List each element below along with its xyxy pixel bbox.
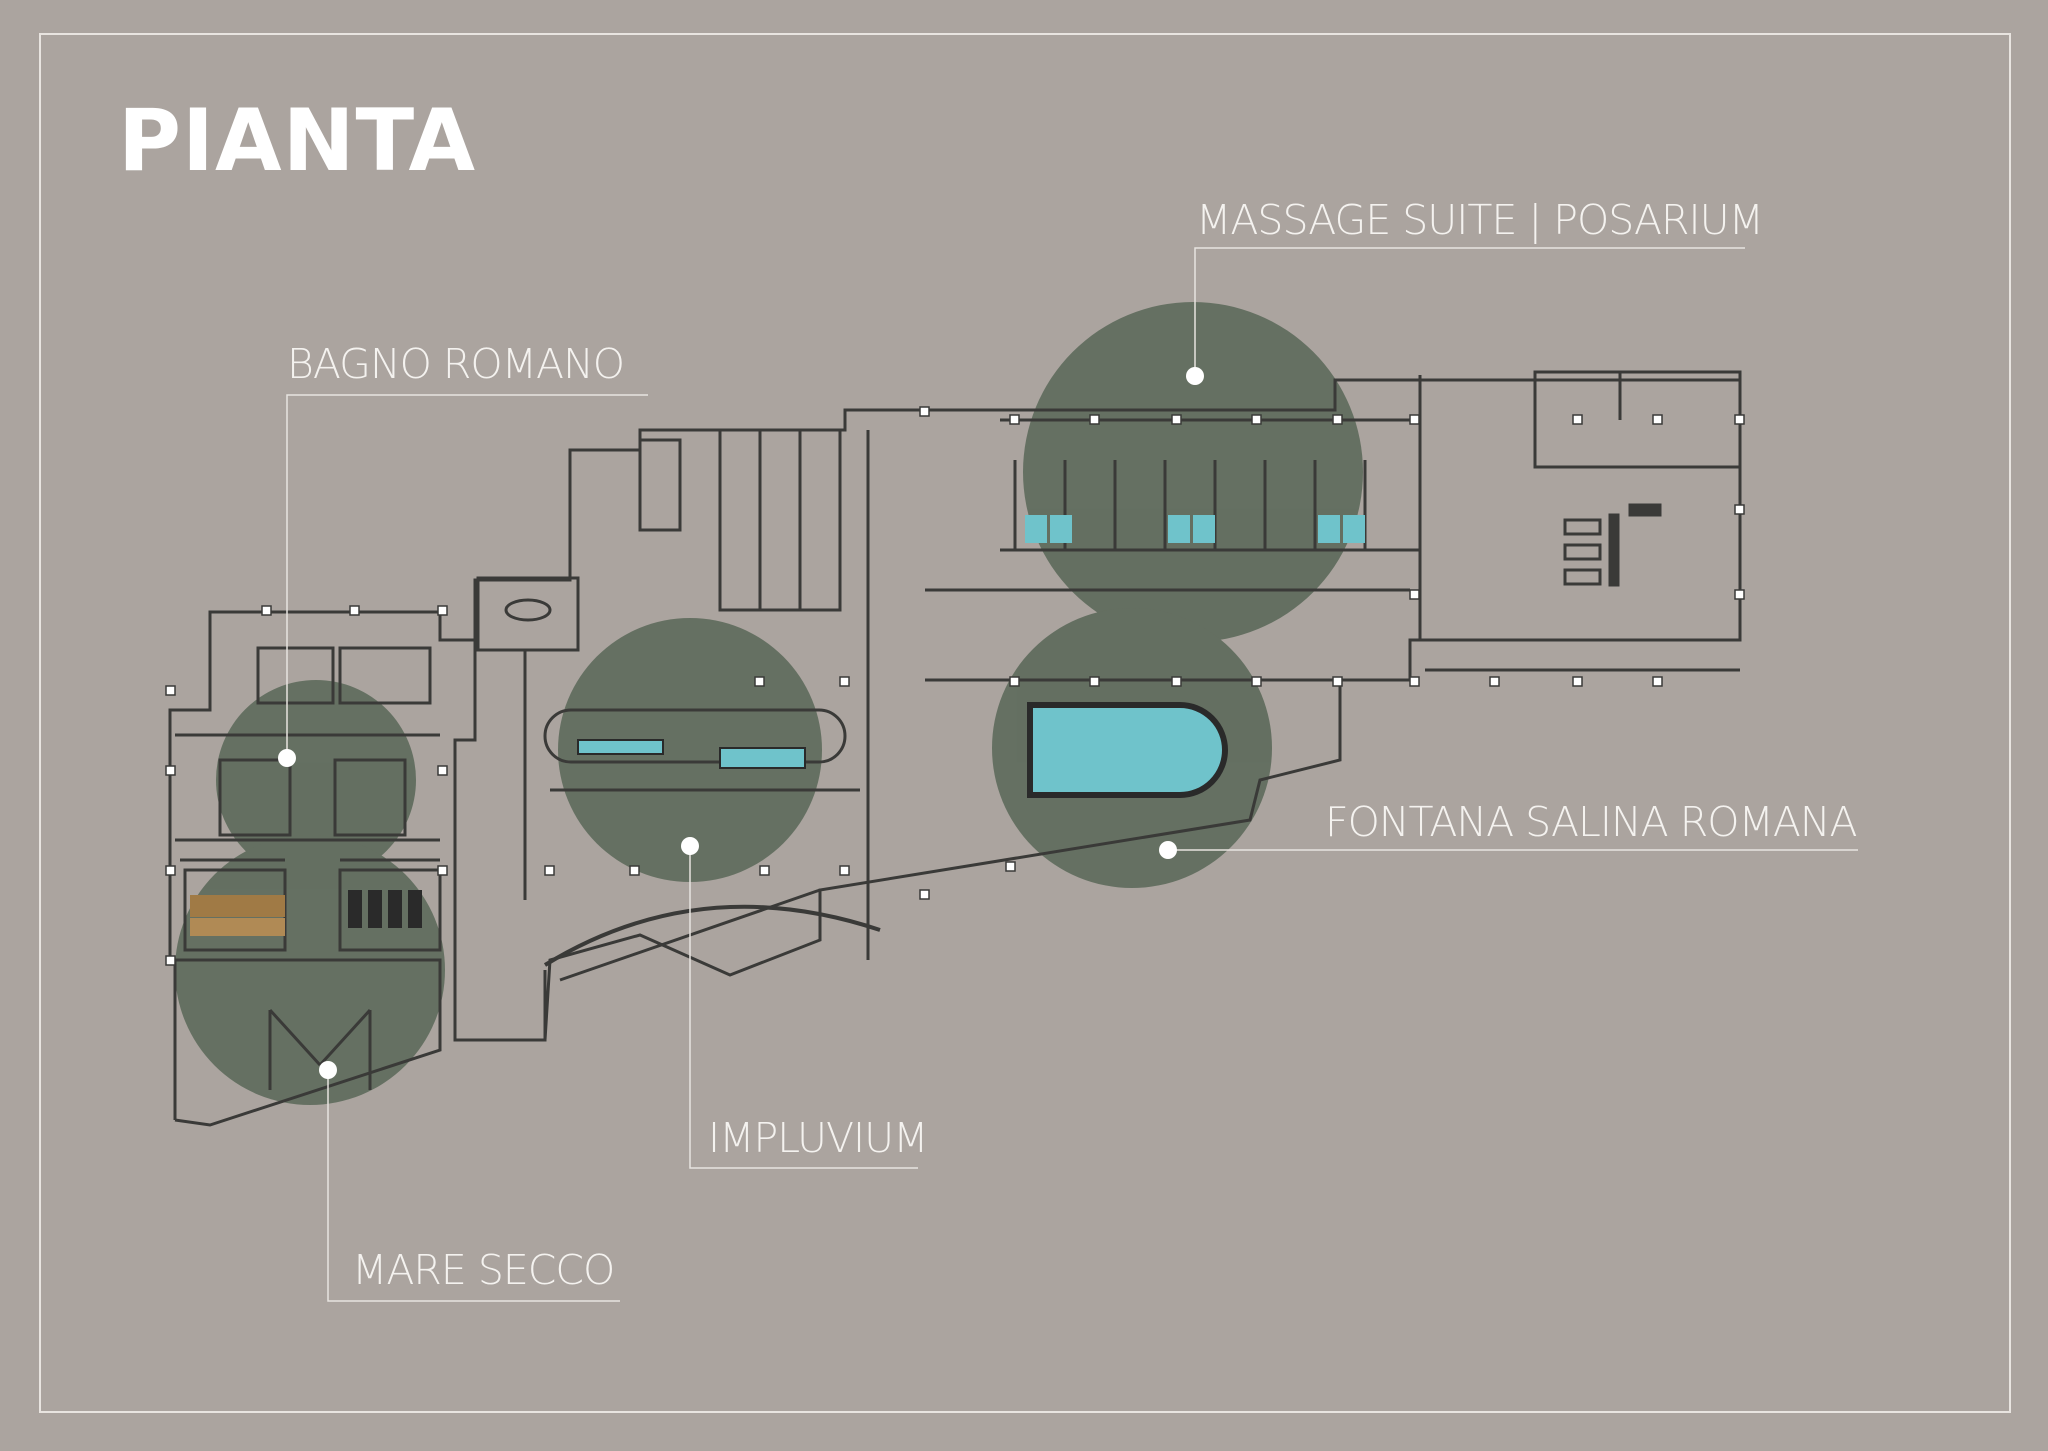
zone-circle-massage[interactable] xyxy=(1023,302,1363,642)
impluvium-basin-left xyxy=(577,739,664,755)
plan-walls xyxy=(168,370,1742,1127)
dot-fontana[interactable] xyxy=(1159,841,1177,859)
impluvium-basin-right xyxy=(719,747,806,769)
zone-circle-mare[interactable] xyxy=(175,835,445,1105)
column-markers xyxy=(165,406,1745,966)
sauna-bench xyxy=(190,895,285,936)
leader-massage xyxy=(1194,247,1745,376)
zone-circle-bagno[interactable] xyxy=(216,680,416,880)
callout-dots xyxy=(278,367,1204,1079)
loungers xyxy=(348,890,422,928)
label-bagno-romano: BAGNO ROMANO xyxy=(287,340,625,388)
label-impluvium: IMPLUVIUM xyxy=(708,1114,929,1162)
label-mare-secco: MARE SECCO xyxy=(352,1246,615,1294)
leader-bagno xyxy=(286,394,648,758)
label-massage-suite: MASSAGE SUITE | POSARIUM xyxy=(1196,196,1764,244)
dot-impluvium[interactable] xyxy=(681,837,699,855)
dot-massage[interactable] xyxy=(1186,367,1204,385)
water-features xyxy=(577,515,1365,798)
page-title: PIANTA xyxy=(118,91,477,191)
dot-bagno[interactable] xyxy=(278,749,296,767)
leader-mare xyxy=(327,1070,620,1302)
leader-impluvium xyxy=(689,846,918,1169)
dot-mare[interactable] xyxy=(319,1061,337,1079)
pool xyxy=(1027,702,1228,798)
label-fontana-salina-romana: FONTANA SALINA ROMANA xyxy=(1325,798,1858,846)
page-frame xyxy=(39,33,2011,1413)
callout-leaders xyxy=(286,247,1858,1302)
